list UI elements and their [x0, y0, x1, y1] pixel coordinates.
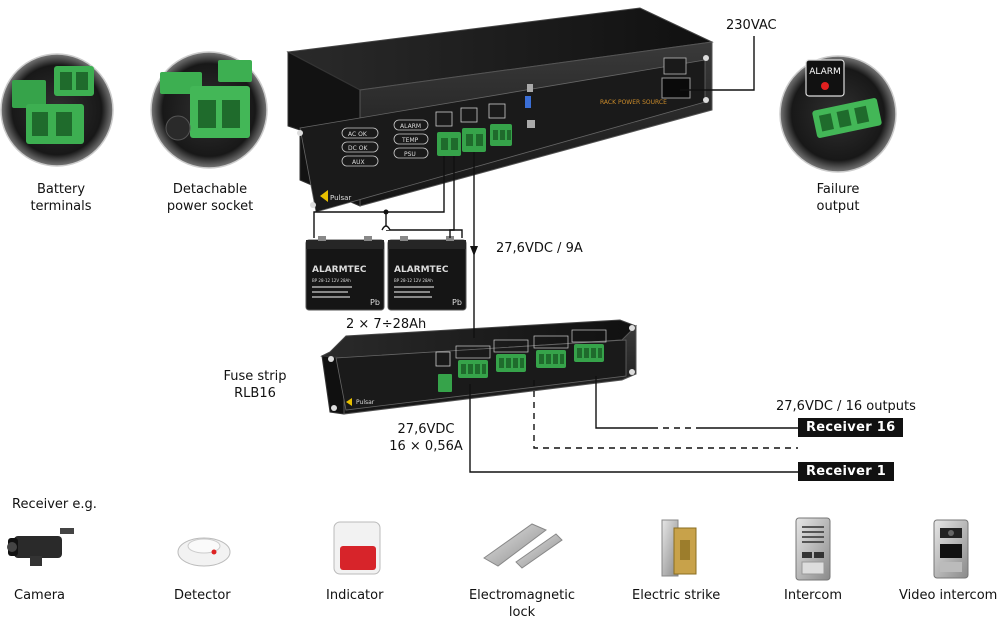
battery-spec-1: BP 28-12 12V 28Ah: [312, 278, 351, 283]
battery-terminals-zoom: [0, 53, 114, 167]
svg-text:ALARM: ALARM: [400, 123, 421, 130]
ac-input-label: 230VAC: [726, 18, 777, 33]
device-electric-strike-label: Electric strike: [632, 588, 721, 603]
svg-text:DC OK: DC OK: [348, 145, 368, 152]
device-electromagnetic-lock-label: Electromagnetic lock: [468, 588, 576, 620]
indicator-icon: [333, 521, 381, 575]
device-intercom-label: Intercom: [784, 588, 842, 603]
camera-icon: [7, 528, 74, 566]
svg-text:AUX: AUX: [352, 159, 365, 166]
svg-text:Pulsar: Pulsar: [330, 194, 351, 202]
dashed-intermediate-output: [533, 380, 798, 449]
battery-capacity-label: 2 × 7÷28Ah: [346, 317, 427, 332]
svg-text:ALARM: ALARM: [809, 67, 841, 77]
power-socket-label: Detachable power socket: [166, 182, 254, 214]
connection-wires: [313, 36, 798, 473]
battery-brand-2: ALARMTEC: [394, 265, 449, 275]
receiver-16-tag: Receiver 16: [798, 418, 904, 437]
svg-text:PSU: PSU: [404, 151, 416, 158]
svg-text:AC OK: AC OK: [348, 131, 368, 138]
device-camera-label: Camera: [14, 588, 66, 603]
strip-output-label: 27,6VDC 16 × 0,56A: [389, 422, 463, 454]
intercom-icon: [795, 517, 831, 581]
battery-chem-2: Pb: [452, 298, 462, 307]
main-output-label: 27,6VDC / 9A: [496, 241, 583, 256]
wire-crossing: [381, 225, 391, 231]
power-socket-zoom: [150, 51, 268, 169]
svg-text:Pulsar: Pulsar: [356, 399, 375, 406]
power-supply-unit: AC OK DC OK AUX ALARM TEMP PSU RACK POWE…: [286, 7, 714, 213]
fuse-strip-rlb16: Pulsar: [320, 319, 637, 415]
junction-dot: [383, 209, 389, 215]
svg-text:RACK POWER SOURCE: RACK POWER SOURCE: [600, 99, 667, 106]
receiver-1-tag: Receiver 1: [798, 462, 895, 481]
battery-pack: ALARMTEC ALARMTEC BP 28-12 12V 28Ah BP 2…: [305, 236, 467, 311]
device-detector-label: Detector: [174, 588, 231, 603]
video-intercom-icon: [933, 519, 969, 579]
battery-chem-1: Pb: [370, 298, 380, 307]
detector-icon: [177, 537, 231, 567]
device-indicator-label: Indicator: [326, 588, 384, 603]
electric-strike-icon: [661, 519, 697, 577]
battery-spec-2: BP 28-12 12V 28Ah: [394, 278, 433, 283]
svg-text:TEMP: TEMP: [401, 137, 419, 144]
outputs-total-label: 27,6VDC / 16 outputs: [776, 399, 916, 414]
failure-output-zoom: ALARM: [779, 55, 897, 173]
failure-output-label: Failure output: [816, 182, 860, 214]
fuse-strip-label: Fuse strip RLB16: [223, 369, 287, 401]
battery-terminals-label: Battery terminals: [30, 182, 92, 214]
receiver-eg-label: Receiver e.g.: [12, 497, 97, 512]
device-video-intercom-label: Video intercom: [899, 588, 998, 603]
battery-brand-1: ALARMTEC: [312, 265, 367, 275]
electromagnetic-lock-icon: [483, 523, 563, 569]
output-arrow: [470, 246, 478, 256]
